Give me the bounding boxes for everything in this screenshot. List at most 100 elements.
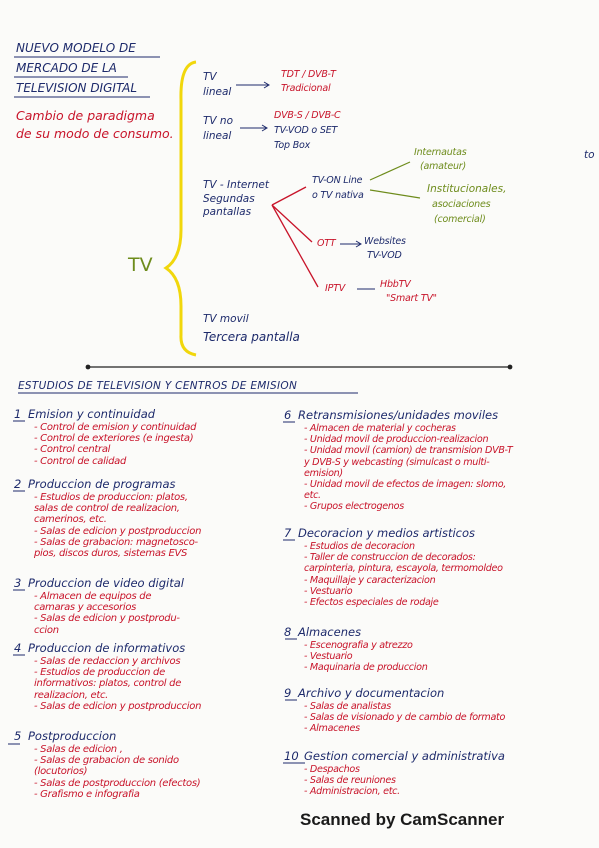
internautas-1: Internautas (414, 147, 467, 158)
section-number-4: 4 (14, 641, 22, 655)
iptv-detail-2: "Smart TV" (386, 293, 437, 304)
section-8-item: - Maquinaria de produccion (304, 662, 428, 674)
section-6-item: - Unidad movil de produccion-realizacion (304, 434, 489, 446)
branch-lineal-detail-1: TDT / DVB-T (281, 69, 336, 80)
watermark: Scanned by CamScanner (300, 810, 505, 829)
section-4-item: - Salas de redaccion y archivos (34, 656, 181, 667)
ott-label: OTT (317, 238, 336, 249)
section-4-item: informativos: platos, control de (34, 678, 182, 690)
section-6-item: etc. (304, 490, 321, 502)
section-2-item: - Estudios de produccion: platos, (34, 492, 188, 503)
section-title-6: Retransmisiones/unidades moviles (298, 408, 499, 422)
subtitle-line-1: Cambio de paradigma (16, 108, 155, 123)
section-title-3: Produccion de video digital (28, 576, 184, 590)
section-1-item: - Control de exteriores (e ingesta) (34, 433, 194, 445)
branch-nolineal-label-2: lineal (203, 130, 232, 142)
online-label-2: o TV nativa (312, 190, 364, 201)
section-title-7: Decoracion y medios artisticos (298, 526, 476, 540)
section-2-item: salas de control de realizacion, (34, 503, 180, 515)
section-6-item: y DVB-S y webcasting (simulcast o multi- (304, 456, 490, 468)
branch-nolineal-detail-1: DVB-S / DVB-C (274, 110, 341, 121)
branch-internet-label-2: Segundas (203, 193, 255, 205)
section-6-item: - Almacen de material y cocheras (304, 423, 456, 434)
section-title-4: Produccion de informativos (28, 641, 186, 655)
yellow-brace (163, 60, 197, 357)
section-4-item: - Estudios de produccion de (34, 667, 165, 679)
branch-ott (271, 204, 313, 243)
section-5-item: (locutorios) (34, 766, 88, 778)
section-2-item: camerinos, etc. (34, 514, 107, 526)
section-2-item: pios, discos duros, sistemas EVS (34, 548, 188, 559)
ott-detail-2: TV-VOD (367, 250, 402, 261)
title-line-2: MERCADO DE LA (16, 61, 117, 75)
section-9-item: - Salas de analistas (304, 701, 391, 712)
section-10-item: - Salas de reuniones (304, 775, 396, 787)
section-6-item: - Unidad movil de efectos de imagen: slo… (304, 479, 507, 490)
ott-detail-1: Websites (364, 236, 406, 247)
section-1-item: - Control central (34, 444, 111, 456)
section-10-item: - Administracion, etc. (304, 786, 400, 798)
section-9-item: - Salas de visionado y de cambio de form… (304, 712, 506, 724)
section-7-item: - Efectos especiales de rodaje (304, 597, 439, 608)
branch-nolineal-detail-3: Top Box (274, 140, 311, 151)
studios-title: ESTUDIOS DE TELEVISION Y CENTROS DE EMIS… (18, 380, 298, 392)
section-3-item: - Salas de edicion y postprodu- (34, 613, 180, 625)
section-number-10: 10 (284, 749, 299, 763)
section-5-item: - Salas de postproduccion (efectos) (34, 777, 201, 789)
section-9-item: - Almacenes (304, 723, 360, 735)
section-number-8: 8 (284, 625, 292, 639)
section-8-item: - Escenografia y atrezzo (304, 640, 413, 651)
subtitle-line-2: de su modo de consumo. (16, 126, 174, 141)
section-8-item: - Vestuario (304, 651, 353, 663)
section-1-item: - Control de calidad (34, 455, 127, 467)
section-7-item: - Estudios de decoracion (304, 541, 415, 552)
section-5-item: - Grafismo e infografia (34, 788, 140, 800)
section-7-item: - Maquillaje y caracterizacion (304, 574, 436, 586)
section-title-8: Almacenes (298, 625, 362, 639)
section-title-5: Postproduccion (28, 729, 117, 743)
section-7-item: - Vestuario (304, 585, 353, 597)
section-title-2: Produccion de programas (28, 477, 176, 491)
branch-iptv (271, 204, 319, 288)
section-number-2: 2 (14, 477, 22, 491)
branch-lineal-label-1: TV (203, 71, 217, 83)
section-title-1: Emision y continuidad (28, 407, 156, 421)
section-7-item: carpinteria, pintura, escayola, termomol… (304, 563, 503, 575)
section-3-item: - Almacen de equipos de (34, 591, 152, 602)
branch-internet-label-1: TV - Internet (203, 179, 269, 191)
branch-movil-label-2: Tercera pantalla (203, 330, 300, 344)
section-2-item: - Salas de grabacion: magnetosco- (34, 536, 198, 548)
section-6-item: - Unidad movil (camion) de transmision D… (304, 445, 513, 457)
section-number-7: 7 (284, 526, 292, 540)
branch-nolineal-label-1: TV no (203, 115, 234, 127)
branch-online (271, 186, 307, 206)
section-4-item: realizacion, etc. (34, 689, 109, 701)
section-3-item: ccion (34, 624, 59, 636)
section-2-item: - Salas de edicion y postproduccion (34, 525, 202, 537)
section-number-9: 9 (284, 686, 292, 700)
section-title-9: Archivo y documentacion (298, 686, 445, 700)
branch-institucionales (369, 189, 421, 199)
iptv-label: IPTV (325, 283, 346, 294)
section-4-item: - Salas de edicion y postproduccion (34, 700, 202, 712)
institucionales-2: asociaciones (432, 199, 491, 210)
title-line-3: TELEVISION DIGITAL (16, 81, 138, 95)
edge-fragment: to (584, 149, 595, 161)
title-line-1: NUEVO MODELO DE (16, 41, 136, 55)
institucionales-3: (comercial) (434, 214, 486, 225)
section-number-1: 1 (14, 407, 22, 421)
section-title-10: Gestion comercial y administrativa (304, 749, 505, 763)
branch-lineal-label-2: lineal (203, 86, 232, 98)
internautas-2: (amateur) (420, 161, 467, 172)
branch-movil-label-1: TV movil (203, 313, 249, 325)
iptv-detail-1: HbbTV (380, 279, 411, 290)
institucionales-1: Institucionales, (427, 183, 507, 195)
section-10-item: - Despachos (304, 764, 360, 775)
section-6-item: emision) (304, 467, 343, 479)
section-1-item: - Control de emision y continuidad (34, 422, 197, 433)
branch-internautas (369, 161, 411, 181)
mindmap-center: TV (128, 254, 153, 276)
section-5-item: - Salas de grabacion de sonido (34, 755, 179, 767)
